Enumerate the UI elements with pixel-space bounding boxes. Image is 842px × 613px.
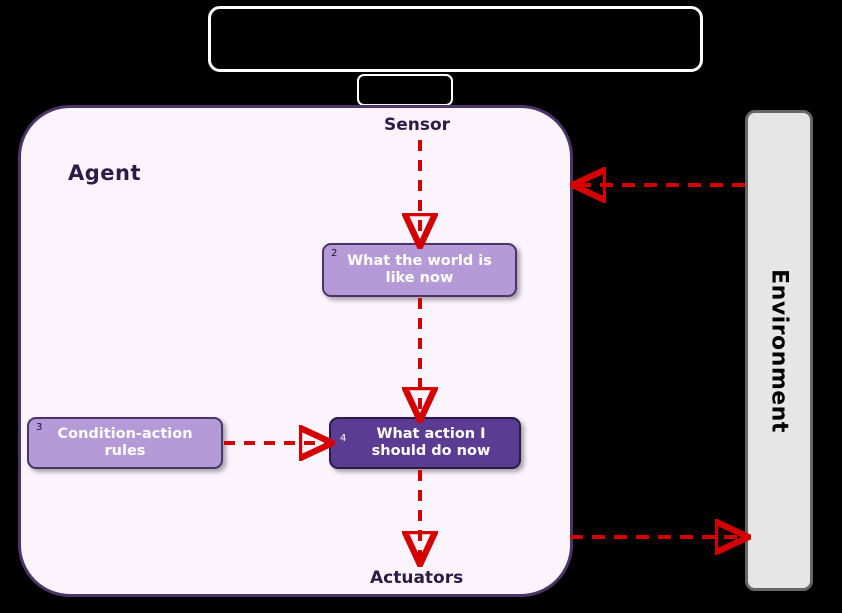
node-condition-action-rules-label: Condition-action rules <box>57 426 193 459</box>
node-world-state-number: 2 <box>331 248 338 259</box>
node-what-action[interactable]: 4 What action I should do now <box>329 417 521 469</box>
actuators-label: Actuators <box>370 568 464 588</box>
node-condition-action-rules-number: 3 <box>36 422 43 433</box>
sensor-label: Sensor <box>384 115 451 135</box>
node-world-state[interactable]: 2 What the world is like now <box>322 243 517 297</box>
environment-container: Environment <box>745 110 813 591</box>
agent-label: Agent <box>68 161 142 185</box>
node-what-action-number: 4 <box>340 433 347 444</box>
top-outline-box <box>208 6 703 72</box>
sensor-stub-box <box>357 74 453 106</box>
node-world-state-label: What the world is like now <box>347 253 492 286</box>
agent-container <box>18 105 573 597</box>
environment-label: Environment <box>766 268 792 433</box>
node-condition-action-rules[interactable]: 3 Condition-action rules <box>27 417 223 469</box>
node-what-action-label: What action I should do now <box>371 426 491 459</box>
